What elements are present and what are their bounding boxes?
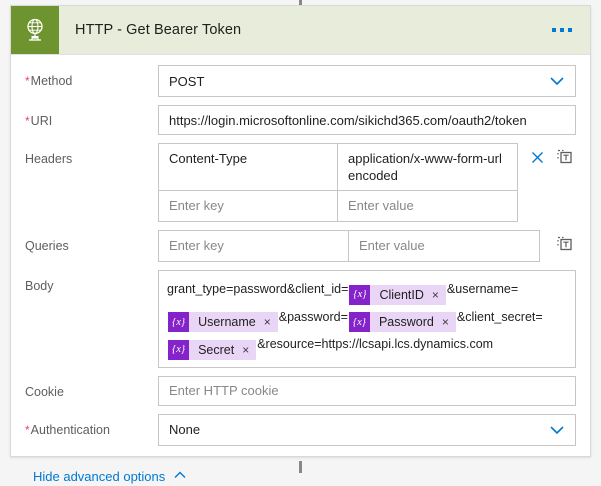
token-glyph-icon: {x} bbox=[348, 312, 370, 332]
page-title: HTTP - Get Bearer Token bbox=[75, 22, 242, 38]
token-chip-username[interactable]: {x} Username × bbox=[168, 312, 278, 332]
field-row-queries: Queries Enter key Enter value bbox=[11, 230, 590, 262]
header-key-input-empty[interactable]: Enter key bbox=[159, 191, 338, 221]
uri-input[interactable]: https://login.microsoftonline.com/sikich… bbox=[158, 105, 576, 135]
chevron-up-icon bbox=[173, 468, 187, 485]
header-value-input[interactable]: application/x-www-form-urlencoded bbox=[348, 151, 502, 183]
token-name: Secret bbox=[198, 342, 235, 357]
body-text-segment: &username= bbox=[446, 282, 519, 296]
http-action-card: HTTP - Get Bearer Token *Method POST bbox=[10, 5, 591, 484]
advanced-options-row: Hide advanced options bbox=[11, 454, 590, 486]
method-dropdown[interactable]: POST bbox=[158, 65, 576, 97]
token-remove-icon[interactable]: × bbox=[263, 315, 271, 329]
body-text-segment: &client_secret= bbox=[456, 309, 543, 324]
body-text-segment: &password= bbox=[278, 309, 348, 324]
token-remove-icon[interactable]: × bbox=[242, 342, 250, 357]
authentication-value: None bbox=[169, 422, 201, 437]
label-method: *Method bbox=[25, 74, 73, 88]
required-asterisk-method: * bbox=[25, 74, 30, 88]
token-chip-password[interactable]: {x} Password × bbox=[348, 312, 456, 332]
label-authentication: *Authentication bbox=[25, 422, 110, 437]
token-chip-clientid[interactable]: {x} ClientID × bbox=[349, 284, 446, 305]
body-text-segment: grant_type=password&client_id= bbox=[167, 282, 349, 296]
token-glyph-icon: {x} bbox=[168, 312, 190, 332]
token-name: ClientID bbox=[379, 287, 424, 302]
token-name: Username bbox=[198, 315, 256, 329]
label-headers: Headers bbox=[25, 152, 73, 166]
flow-connector-bottom bbox=[299, 461, 302, 473]
body-text-segment: &resource=https://lcsapi.lcs.dynamics.co… bbox=[257, 337, 494, 351]
chevron-down-icon bbox=[549, 422, 565, 438]
method-value: POST bbox=[169, 73, 205, 89]
token-remove-icon[interactable]: × bbox=[441, 315, 449, 329]
globe-icon bbox=[11, 6, 59, 54]
label-cookie: Cookie bbox=[25, 384, 64, 399]
text-box-icon[interactable] bbox=[554, 146, 576, 168]
uri-value: https://login.microsoftonline.com/sikich… bbox=[169, 112, 527, 128]
label-uri: *URI bbox=[25, 114, 53, 128]
field-row-body: Body grant_type=password&client_id={x}Cl… bbox=[11, 270, 590, 368]
text-box-icon[interactable] bbox=[554, 233, 576, 255]
label-body: Body bbox=[25, 279, 54, 293]
token-chip-secret[interactable]: {x} Secret × bbox=[168, 339, 257, 360]
token-remove-icon[interactable]: × bbox=[431, 287, 439, 302]
chevron-down-icon bbox=[549, 73, 565, 89]
required-asterisk-authentication: * bbox=[25, 422, 30, 437]
field-row-authentication: *Authentication None bbox=[11, 413, 590, 446]
token-glyph-icon: {x} bbox=[349, 284, 371, 305]
headers-grid: Content-Type application/x-www-form-urle… bbox=[158, 143, 518, 222]
hide-advanced-options-label: Hide advanced options bbox=[33, 468, 166, 484]
field-row-headers: Headers Content-Type application/x-www-f… bbox=[11, 143, 590, 222]
table-row: Enter key Enter value bbox=[159, 231, 539, 261]
field-row-uri: *URI https://login.microsoftonline.com/s… bbox=[11, 105, 590, 135]
body-input[interactable]: grant_type=password&client_id={x}ClientI… bbox=[158, 270, 576, 368]
queries-grid: Enter key Enter value bbox=[158, 230, 540, 262]
table-row: Content-Type application/x-www-form-urle… bbox=[159, 144, 517, 191]
field-row-method: *Method POST bbox=[11, 65, 590, 97]
action-body: *Method POST *URI https://login.microsof… bbox=[11, 55, 590, 486]
table-row: Enter key Enter value bbox=[159, 191, 517, 222]
query-value-input[interactable]: Enter value bbox=[359, 238, 425, 253]
hide-advanced-options-button[interactable]: Hide advanced options bbox=[33, 468, 187, 485]
close-icon[interactable] bbox=[526, 146, 548, 168]
header-key-input[interactable]: Content-Type bbox=[159, 144, 338, 190]
cookie-input[interactable]: Enter HTTP cookie bbox=[158, 375, 576, 406]
token-name: Password bbox=[378, 315, 434, 329]
required-asterisk-uri: * bbox=[25, 114, 30, 128]
label-queries: Queries bbox=[25, 239, 69, 253]
authentication-dropdown[interactable]: None bbox=[158, 413, 576, 446]
header-value-input-empty[interactable]: Enter value bbox=[348, 198, 414, 213]
token-glyph-icon: {x} bbox=[168, 339, 190, 360]
query-key-input[interactable]: Enter key bbox=[159, 231, 349, 261]
ellipsis-icon[interactable] bbox=[548, 22, 576, 38]
field-row-cookie: Cookie Enter HTTP cookie bbox=[11, 375, 590, 406]
action-header[interactable]: HTTP - Get Bearer Token bbox=[11, 6, 590, 55]
flow-connector-top bbox=[299, 0, 302, 6]
